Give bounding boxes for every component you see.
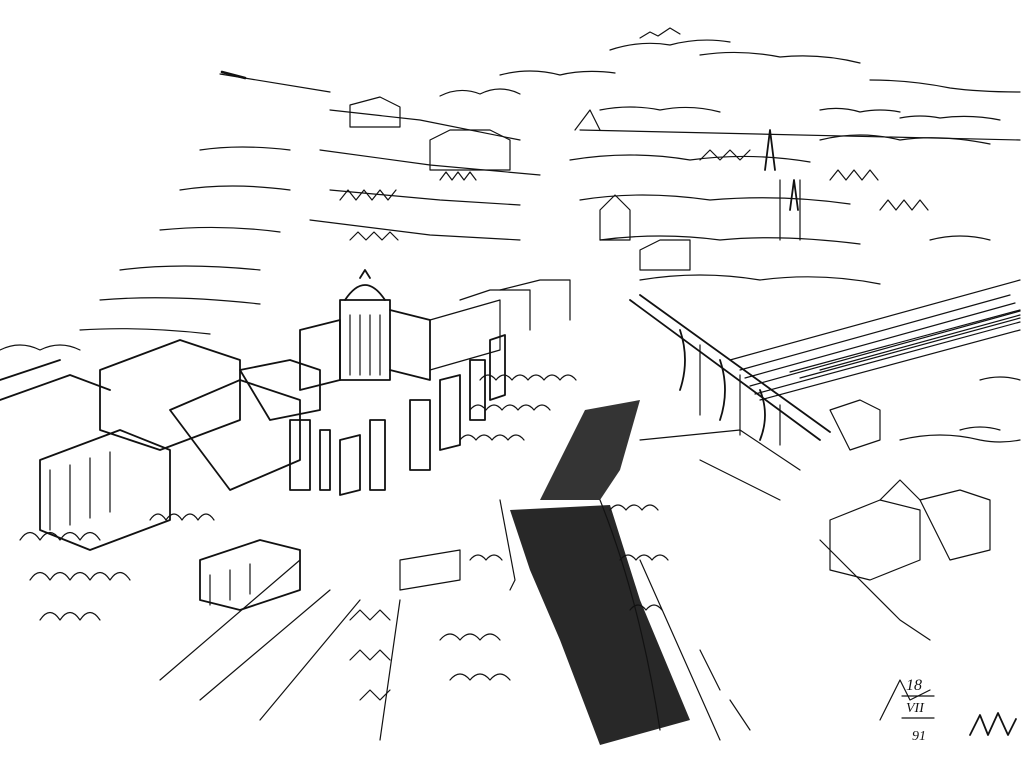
tree-rows [19,374,669,681]
river-lower [499,400,690,745]
scribble-accents [0,344,1021,721]
artist-signature: 18 VII 91 [901,677,1017,744]
bridge [629,294,831,446]
central-blocks [289,334,506,496]
foreground-streets [159,499,751,741]
river-upper [729,279,1021,401]
right-bank-houses [639,399,1021,641]
old-town-right [569,109,991,285]
signature-date-month: VII [906,701,925,716]
signature-scrawl [969,712,1017,736]
domed-building [299,269,571,391]
left-buildings [0,339,321,611]
signature-date-day: 18 [906,677,922,694]
upper-left-terraces [79,96,541,335]
far-hills [219,27,1021,141]
signature-date-year: 91 [912,729,926,744]
